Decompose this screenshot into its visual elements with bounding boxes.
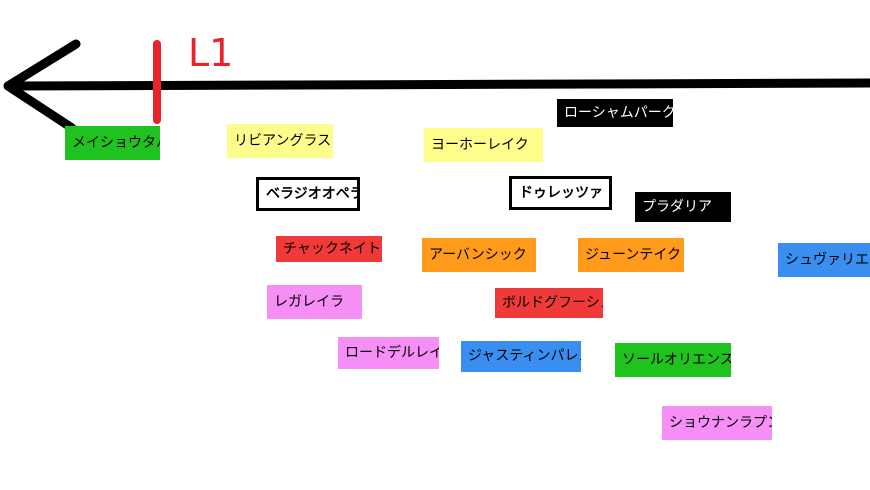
arrow-head [3,39,81,133]
label-soruoriensu: ソールオリエンス [615,343,731,377]
label-shuvarie: シュヴァリエ [778,243,870,277]
label-jasutinparesu: ジャスティンパレス [461,341,581,372]
label-duretsua: ドゥレッツァ [509,176,612,210]
label-meishoutabaru: メイショウタバル [65,126,160,160]
label-roshamupaku: ローシャムパーク [557,99,673,127]
arrow-shaft [5,78,870,91]
label-puradaria: プラダリア [635,192,731,222]
label-juntiku: ジューンテイク [578,238,684,272]
label-berajiopera: ベラジオオペラ [256,177,360,211]
label-regareira: レガレイラ [267,285,362,319]
label-yohoreiku: ヨーホーレイク [424,128,543,162]
label-chakkuneito: チャックネイト [276,236,382,262]
label-shounanraputa: ショウナンラプンタ [662,406,772,440]
label-borudogufushu: ボルドグフーシュ [495,288,603,318]
label-rododerurei: ロードデルレイ [338,337,439,369]
marker-label: L1 [188,31,234,75]
label-abanshikku: アーバンシック [422,238,536,272]
label-ribiangurasu: リビアングラス [227,124,333,158]
